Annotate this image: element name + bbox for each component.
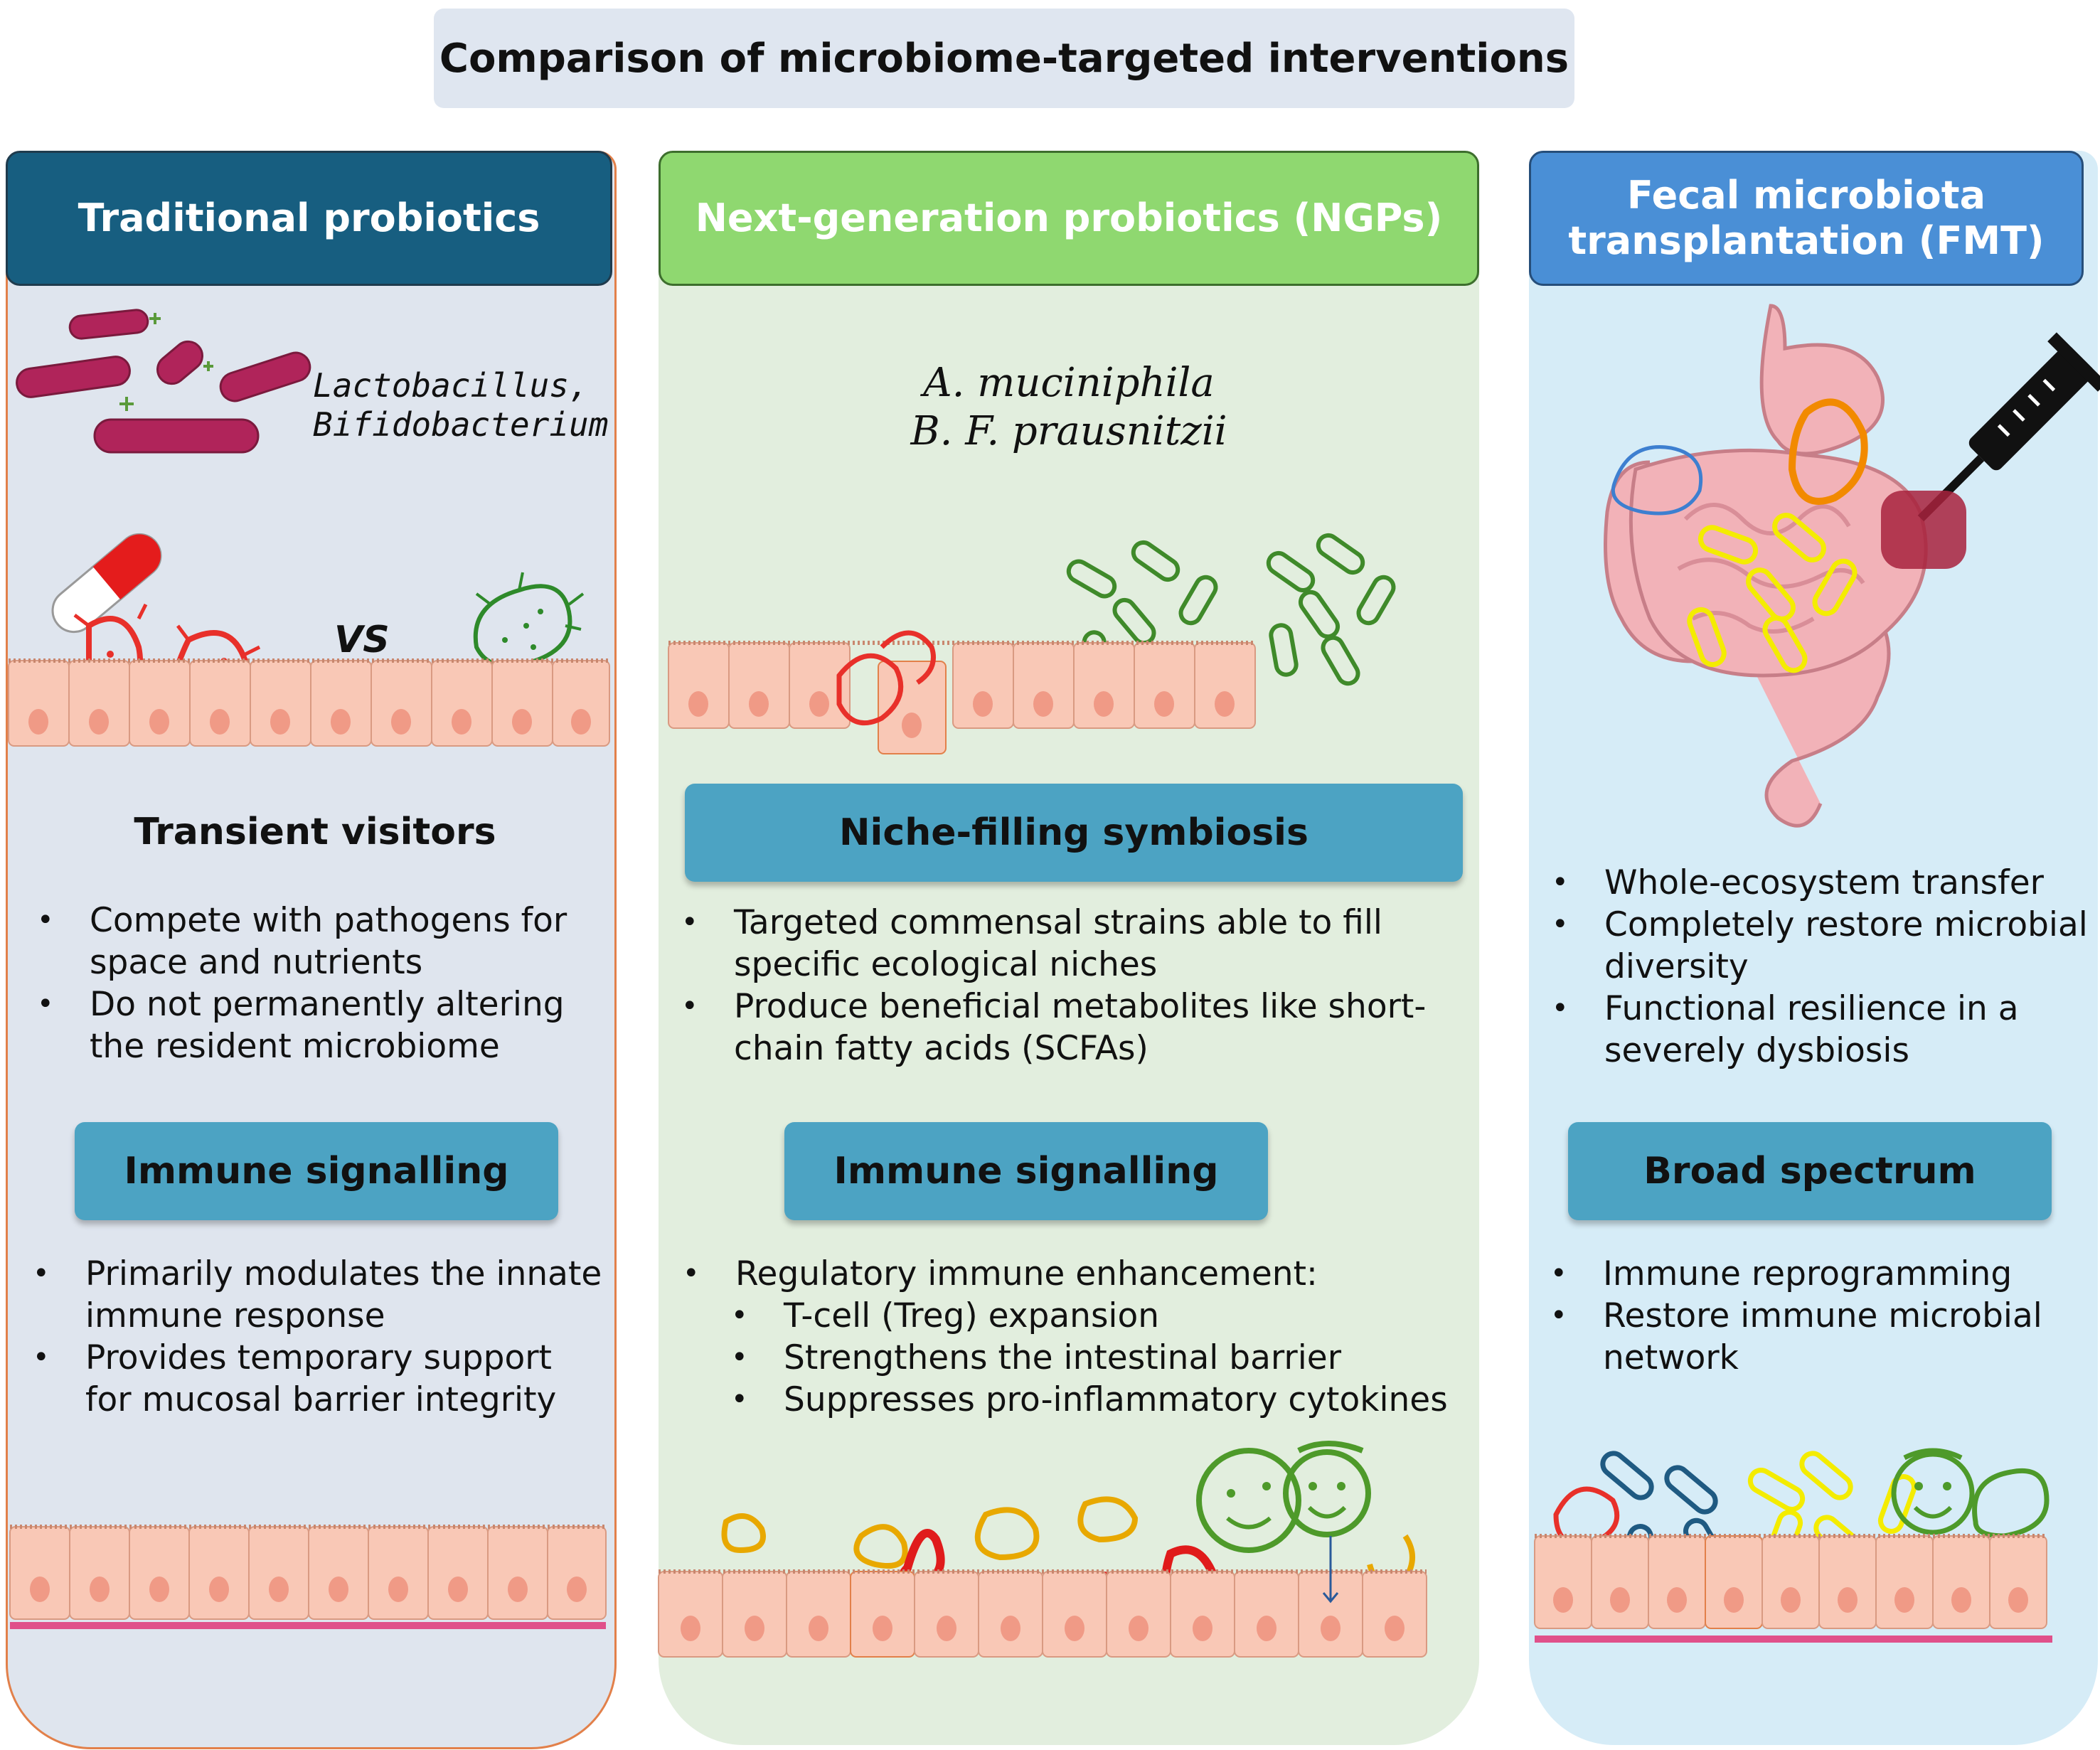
pill-capsule-icon — [51, 533, 162, 634]
list-item: Provides temporary support for mucosal b… — [23, 1337, 606, 1421]
list-item: Strengthens the intestinal barrier — [673, 1337, 1469, 1379]
traditional-section2-list: Primarily modulates the innate immune re… — [23, 1253, 606, 1421]
species-lactobacillus: Lactobacillus, — [313, 366, 589, 405]
list-item: Completely restore microbial diversity — [1542, 904, 2096, 988]
list-item: Immune reprogramming — [1540, 1253, 2095, 1295]
list-item: Suppresses pro-inflammatory cytokines — [673, 1379, 1469, 1421]
fmt-section2-list: Immune reprogramming Restore immune micr… — [1540, 1253, 2095, 1379]
list-item: Compete with pathogens for space and nut… — [27, 900, 603, 983]
ngp-section1-list: Targeted commensal strains able to fill … — [671, 902, 1468, 1069]
ngp-epithelium-strip-bottom — [658, 1441, 1427, 1658]
ngp-header: Next-generation probiotics (NGPs) — [659, 151, 1479, 286]
list-item: Whole-ecosystem transfer — [1542, 862, 2096, 904]
list-item: Targeted commensal strains able to fill … — [671, 902, 1468, 986]
list-item: Produce beneficial metabolites like shor… — [671, 986, 1468, 1069]
fmt-header: Fecal microbiota transplantation (FMT) — [1529, 151, 2084, 286]
lactobacillus-rods-illustration — [16, 309, 311, 454]
sub-list-container: T-cell (Treg) expansion Strengthens the … — [673, 1295, 1469, 1421]
list-item: Restore immune microbial network — [1540, 1295, 2095, 1379]
fmt-header-line1: Fecal microbiota — [1626, 173, 1986, 218]
epithelium-strip-bottom — [9, 1525, 607, 1629]
list-item: Do not permanently altering the resident… — [27, 983, 603, 1067]
species-f-prausnitzii: B. F. prausnitzii — [910, 408, 1227, 454]
ngp-epithelium-strip-top — [668, 630, 1256, 754]
syringe-icon — [1881, 332, 2100, 569]
list-item: Regulatory immune enhancement: — [673, 1253, 1469, 1295]
ngp-sub-list: T-cell (Treg) expansion Strengthens the … — [673, 1295, 1469, 1421]
immune-signalling-pill: Immune signalling — [75, 1122, 558, 1220]
fmt-header-line2: transplantation (FMT) — [1568, 218, 2045, 263]
species-bifidobacterium: Bifidobacterium — [313, 405, 609, 444]
niche-filling-symbiosis-pill: Niche-filling symbiosis — [685, 784, 1463, 882]
fmt-epithelium-strip — [1534, 1448, 2052, 1643]
fmt-bacteria-icons — [1611, 398, 1868, 516]
ngp-immune-signalling-pill: Immune signalling — [784, 1122, 1268, 1220]
ngp-section2-list: Regulatory immune enhancement: T-cell (T… — [673, 1253, 1469, 1421]
list-item: Primarily modulates the innate immune re… — [23, 1253, 606, 1337]
species-a-muciniphila: A. muciniphila — [923, 360, 1215, 406]
page-title: Comparison of microbiome-targeted interv… — [434, 9, 1574, 108]
traditional-species: Lactobacillus, Bifidobacterium — [313, 366, 608, 444]
list-item: T-cell (Treg) expansion — [673, 1295, 1469, 1337]
fmt-section1-list: Whole-ecosystem transfer Completely rest… — [1542, 862, 2096, 1072]
traditional-probiotics-header: Traditional probiotics — [6, 151, 612, 286]
transient-visitors-title: Transient visitors — [134, 811, 496, 853]
vs-label: VS — [334, 619, 390, 661]
gut-intestine-illustration — [1604, 304, 1928, 828]
ngp-species: A. muciniphila B. F. prausnitzii — [659, 359, 1479, 456]
list-item: Functional resilience in a severely dysb… — [1542, 988, 2096, 1072]
traditional-section1-list: Compete with pathogens for space and nut… — [27, 900, 603, 1067]
epithelium-strip-top — [8, 658, 610, 747]
broad-spectrum-pill: Broad spectrum — [1568, 1122, 2052, 1220]
